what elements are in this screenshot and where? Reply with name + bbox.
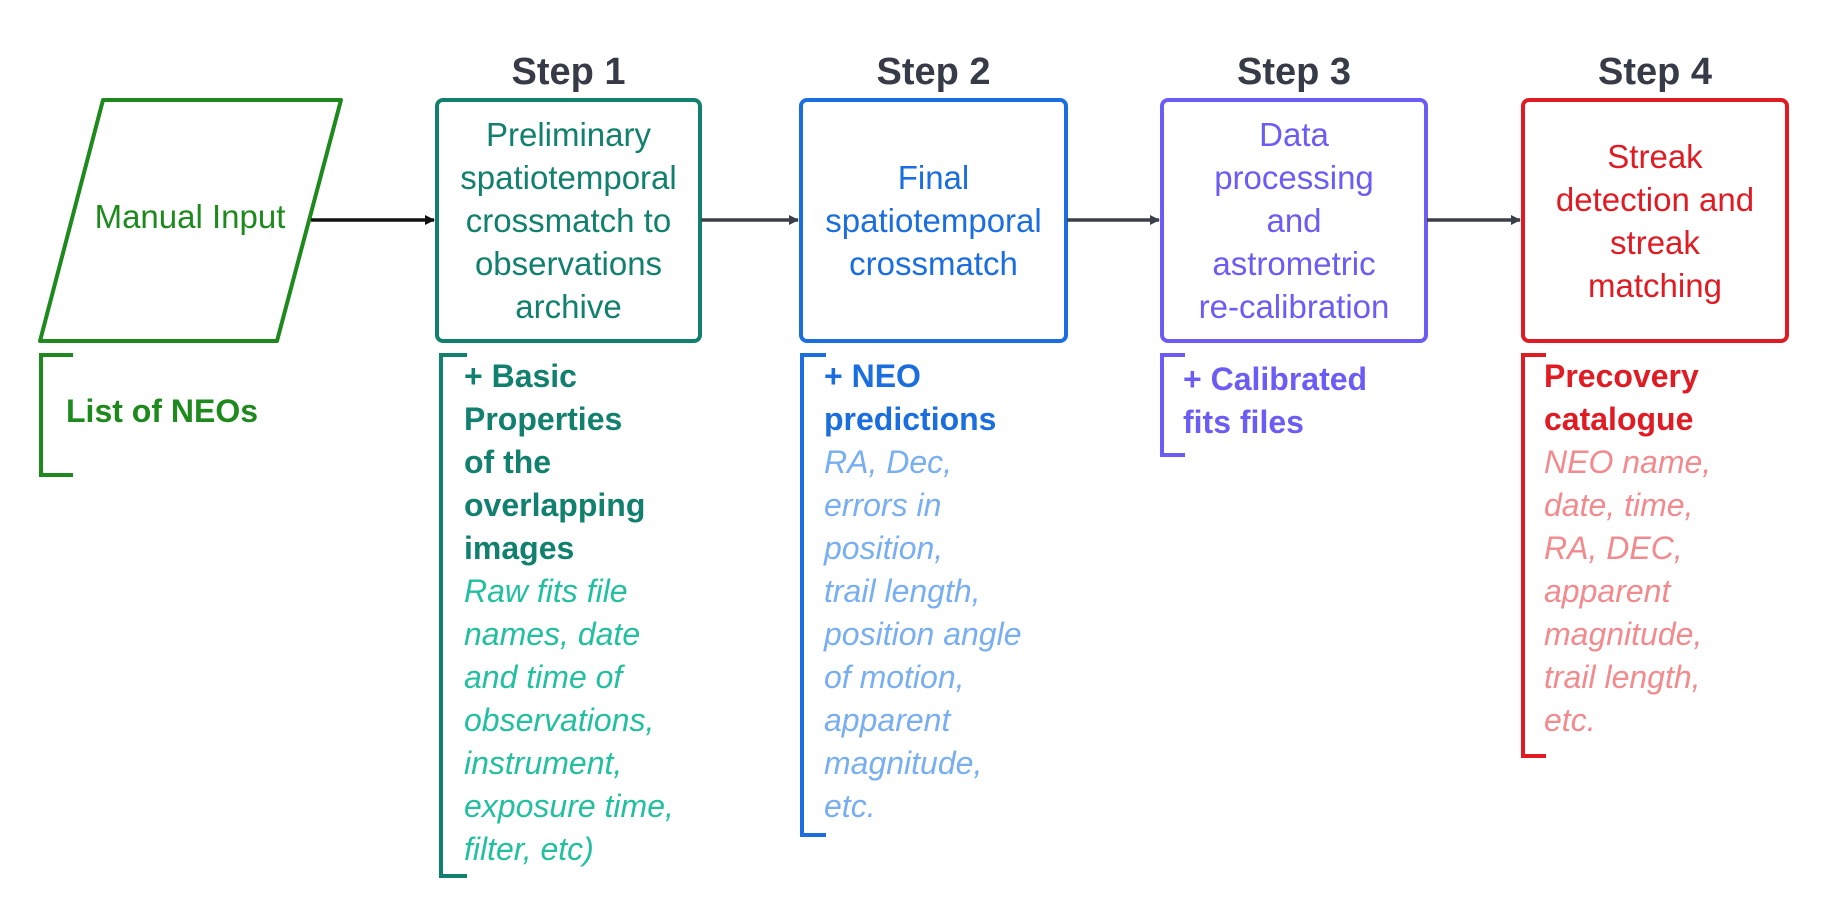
step4-label: Streak detection and streak matching (1523, 100, 1787, 341)
step3-title: Step 3 (1236, 51, 1352, 93)
step1-box (435, 98, 702, 343)
step3-label-line: re-calibration (1198, 288, 1390, 325)
step1-title: Step 1 (511, 51, 626, 93)
step4-note: Precovery catalogue NEO name, date, time… (1544, 355, 1814, 742)
step3-label-line: astrometric (1212, 245, 1376, 282)
step3-note-heading: + Calibrated fits files (1183, 361, 1368, 440)
step4-label-line: matching (1588, 266, 1722, 304)
manual-input-shape (38, 98, 343, 343)
step1-note-heading: + Basic Properties of the overlapping im… (464, 358, 646, 566)
step2-title: Step 2 (876, 51, 991, 93)
step2-note-heading: + NEO predictions (824, 358, 997, 437)
step2-note: + NEO predictions RA, Dec, errors in pos… (824, 355, 1124, 828)
step1-label-line: spatiotemporal (460, 159, 677, 196)
step4-label-line: Streak (1607, 137, 1703, 175)
step2-box (799, 98, 1068, 343)
step3-label-line: Data (1259, 116, 1329, 153)
step1-label-line: archive (515, 288, 622, 325)
step1-note-bracket (439, 353, 467, 878)
input-note: List of NEOs (66, 393, 259, 429)
step1-note: + Basic Properties of the overlapping im… (464, 355, 764, 871)
step4-box (1521, 98, 1789, 343)
step2-note-details: RA, Dec, errors in position, trail lengt… (824, 444, 1022, 824)
step3-label-line: processing (1214, 159, 1374, 196)
step1-label: Preliminary spatiotemporal crossmatch to… (437, 100, 700, 341)
step4-note-details: NEO name, date, time, RA, DEC, apparent … (1544, 444, 1712, 738)
step3-box (1160, 98, 1428, 343)
step4-label-line: detection and (1555, 180, 1755, 218)
step2-label: Final spatiotemporal crossmatch (801, 100, 1066, 341)
step2-label-line: Final (897, 159, 970, 196)
step1-label-line: observations (474, 245, 663, 282)
step3-note-bracket (1160, 353, 1185, 457)
step2-note-bracket (800, 353, 826, 837)
manual-input-text: Manual Input (94, 197, 286, 235)
step4-title: Step 4 (1597, 51, 1713, 93)
manual-input-label: Manual Input (70, 180, 310, 252)
step4-note-bracket (1521, 353, 1546, 758)
step1-label-line: crossmatch to (465, 202, 672, 239)
step4-note-heading: Precovery catalogue (1544, 358, 1699, 437)
step3-label: Data processing and astrometric re-calib… (1162, 100, 1426, 341)
step1-note-details: Raw fits file names, date and time of ob… (464, 573, 674, 867)
step4-label-line: streak (1610, 223, 1700, 261)
step2-label-line: crossmatch (849, 245, 1018, 282)
step3-label-line: and (1266, 202, 1322, 239)
step1-label-line: Preliminary (485, 116, 652, 153)
input-note-bracket (39, 353, 73, 477)
step3-note: + Calibrated fits files (1183, 358, 1483, 444)
step2-label-line: spatiotemporal (825, 202, 1042, 239)
